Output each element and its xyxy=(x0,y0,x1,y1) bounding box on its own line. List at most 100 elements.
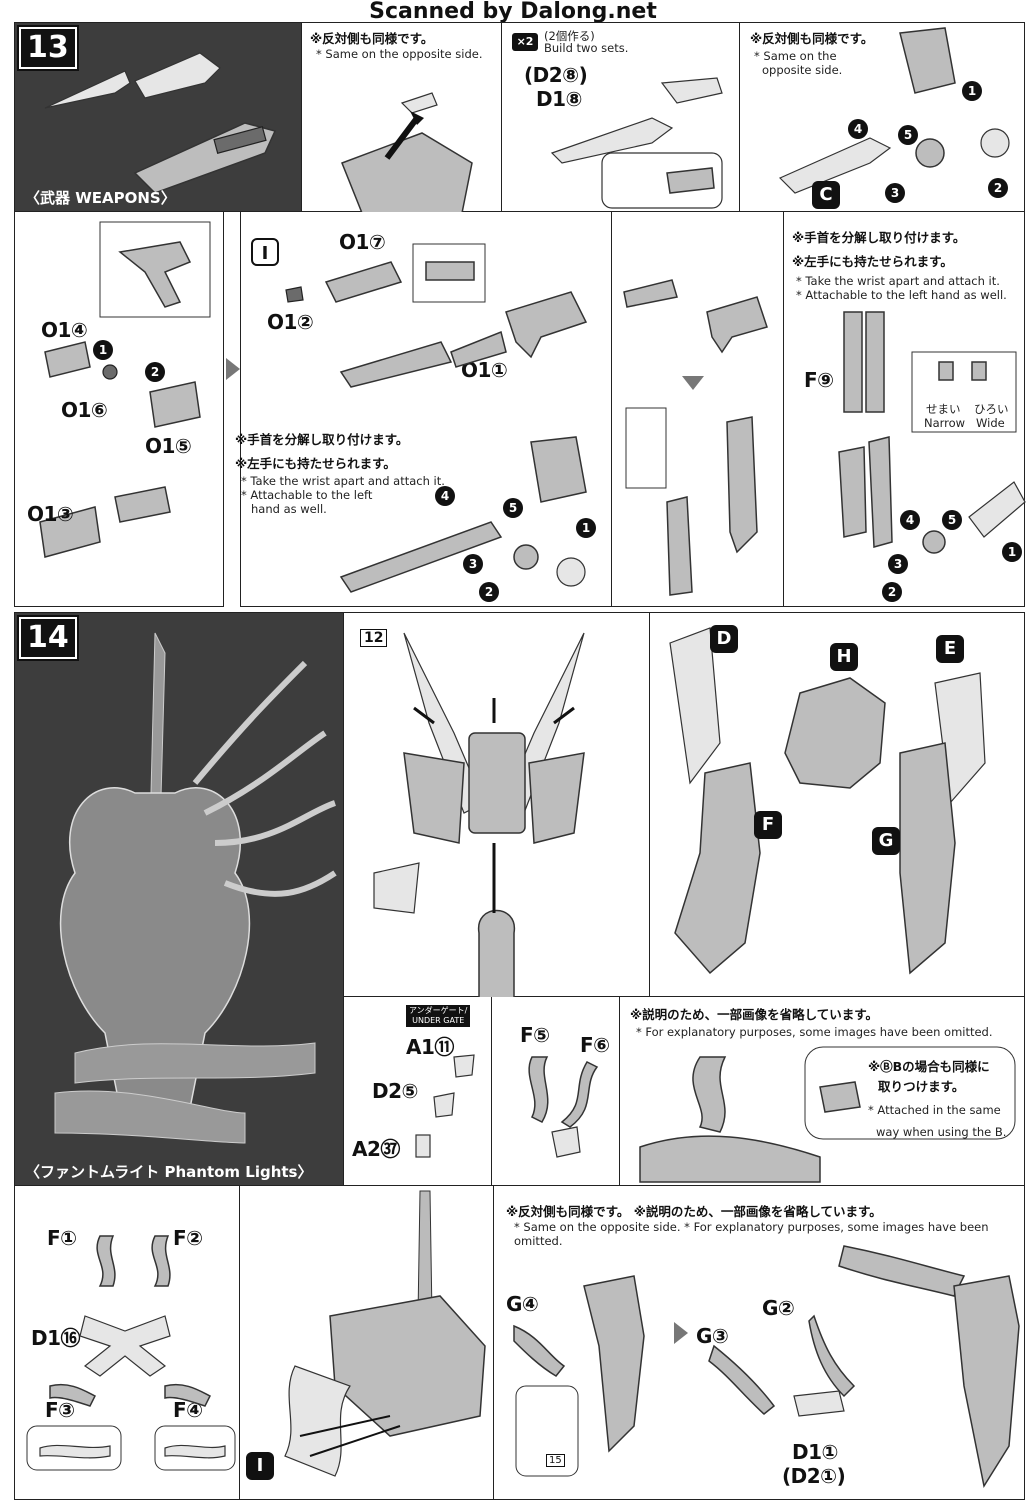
x2-badge: ×2 xyxy=(512,32,538,51)
b-note-jp2: 取りつけます。 xyxy=(878,1079,965,1094)
build-en: Build two sets. xyxy=(544,41,629,55)
part-label-d2-1: (D2①) xyxy=(782,1464,846,1488)
gun-holster-illustration xyxy=(623,279,768,596)
part-label-o1-7: O1⑦ xyxy=(339,230,386,254)
step-number-13: 13 xyxy=(17,25,79,71)
note-jp: ※反対側も同様です。 xyxy=(750,31,874,46)
note-en: * Same on the opposite side. xyxy=(316,47,483,61)
part-label-f1: F① xyxy=(47,1226,77,1250)
note-en-2: opposite side. xyxy=(762,63,843,77)
omit-note-jp: ※説明のため、一部画像を省略しています。 xyxy=(630,1007,879,1022)
b-note-jp1: ※ⒷBの場合も同様に xyxy=(868,1059,990,1074)
wrist-note-jp1: ※手首を分解し取り付けます。 xyxy=(792,230,966,245)
step13-row2-left: O1④ O1⑥ O1⑤ O1③ 1 2 xyxy=(14,212,224,607)
narrow-jp: せまい xyxy=(926,402,961,416)
step14-row2-flames: F⑤ F⑥ xyxy=(492,997,620,1186)
ref-number-15: 15 xyxy=(546,1454,565,1467)
ref-number-12: 12 xyxy=(360,629,388,647)
step-number-14: 14 xyxy=(17,615,79,661)
badge-g: G xyxy=(872,827,900,855)
seq-1: 1 xyxy=(1002,542,1022,562)
seq-4: 4 xyxy=(900,510,920,530)
undergate-jp: アンダーゲート/ xyxy=(409,1006,468,1015)
part-label-o1-3: O1③ xyxy=(27,502,74,526)
step13-row2-mid: I O1⑦ O1② O1① ※手首を分解し取り付けます。 ※左手にも持たせられま… xyxy=(235,212,612,607)
opposite-note-jp: ※反対側も同様です。 ※説明のため、一部画像を省略しています。 xyxy=(506,1204,882,1219)
badge-c: C xyxy=(812,181,840,209)
hand-gun-illustration xyxy=(339,436,587,593)
wrist-note-en1: * Take the wrist apart and attach it. xyxy=(241,474,445,488)
wrist-note-jp2: ※左手にも持たせられます。 xyxy=(792,254,953,269)
seq-4: 4 xyxy=(435,486,455,506)
gun-assembly-illustration xyxy=(285,243,588,388)
step14-breakdown-panel: 12 xyxy=(344,612,650,999)
part-label-o1-5: O1⑤ xyxy=(145,434,192,458)
wrist-note-en1: * Take the wrist apart and attach it. xyxy=(796,274,1000,288)
seq-5: 5 xyxy=(942,510,962,530)
step14-row2-parts: アンダーゲート/ UNDER GATE A1⑪ D2⑤ A2㊲ xyxy=(344,997,492,1186)
seq-5: 5 xyxy=(898,125,918,145)
seq-2: 2 xyxy=(479,582,499,602)
small-parts-illustration xyxy=(415,1054,475,1158)
gun-parts-illustration xyxy=(39,221,211,558)
part-label-d1-16: D1⑯ xyxy=(31,1326,81,1350)
step14-parts-panel: D H E F G xyxy=(650,612,1025,997)
part-label-d2-8: (D2⑧) xyxy=(524,63,588,87)
leg-flames-illustration xyxy=(513,1245,1020,1488)
undergate-en: UNDER GATE xyxy=(412,1016,465,1025)
build-jp: (2個作る) xyxy=(544,29,595,43)
note-jp: ※反対側も同様です。 xyxy=(310,31,434,46)
wrist-note-jp2: ※左手にも持たせられます。 xyxy=(235,456,396,471)
weapons-caption: 〈武器 WEAPONS〉 xyxy=(25,189,176,207)
flow-arrow xyxy=(226,358,240,380)
part-label-f9: F⑨ xyxy=(804,368,834,392)
note-en-1: * Same on the xyxy=(754,49,837,63)
wrist-note-en2: * Attachable to the left hand as well. xyxy=(796,288,1007,302)
opposite-note-en: * Same on the opposite side. * For expla… xyxy=(514,1220,989,1248)
down-arrow xyxy=(682,376,704,390)
b-note-en2: way when using the B. xyxy=(876,1125,1007,1139)
step13-panel-c: ×2 (2個作る) Build two sets. (D2⑧) D1⑧ xyxy=(502,22,740,212)
part-label-f5: F⑤ xyxy=(520,1023,550,1047)
seq-3: 3 xyxy=(888,554,908,574)
seq-2: 2 xyxy=(882,582,902,602)
rifle-handle-illustration xyxy=(838,311,1026,554)
gundam-front-illustration xyxy=(373,632,585,999)
step13-weapons-panel: 13 〈武器 WEAPONS〉 xyxy=(14,22,302,212)
x-bracket-illustration xyxy=(26,1235,236,1471)
badge-h: H xyxy=(830,643,858,671)
small-flames-illustration xyxy=(528,1056,599,1158)
part-label-f3: F③ xyxy=(45,1398,75,1422)
part-label-g3: G③ xyxy=(696,1324,729,1348)
wide-en: Wide xyxy=(976,416,1005,430)
step13-panel-b: ※反対側も同様です。 * Same on the opposite side. xyxy=(302,22,502,214)
part-label-d1-1: D1① xyxy=(792,1440,838,1464)
part-label-a1-11: A1⑪ xyxy=(406,1035,454,1059)
hand-blade-illustration xyxy=(778,27,1010,194)
gundam-parts-illustration xyxy=(669,627,986,975)
seq-1: 1 xyxy=(93,340,113,360)
part-label-f2: F② xyxy=(173,1226,203,1250)
step13-row2-gun xyxy=(612,212,784,607)
wrist-note-jp1: ※手首を分解し取り付けます。 xyxy=(235,432,409,447)
shoulder-illustration xyxy=(341,92,473,214)
badge-i: I xyxy=(251,238,279,266)
part-label-d2-5: D2⑤ xyxy=(372,1079,418,1103)
step14-row2-right: ※説明のため、一部画像を省略しています。 * For explanatory p… xyxy=(620,997,1025,1186)
narrow-en: Narrow xyxy=(924,416,966,430)
wrist-note-en2: * Attachable to the left xyxy=(241,488,373,502)
part-label-g2: G② xyxy=(762,1296,795,1320)
part-label-o1-6: O1⑥ xyxy=(61,398,108,422)
phantom-lights-illustration xyxy=(54,632,337,1144)
b-note-en1: * Attached in the same xyxy=(868,1103,1001,1117)
undergate-badge: アンダーゲート/ UNDER GATE xyxy=(406,1005,471,1027)
badge-f: F xyxy=(754,811,782,839)
seq-1: 1 xyxy=(962,81,982,101)
step13-panel-d: ※反対側も同様です。 * Same on the opposite side. … xyxy=(740,22,1025,212)
step14-phantom-panel: 14 〈ファントムライト Phantom Lights〉 xyxy=(14,612,344,1186)
seq-1: 1 xyxy=(576,518,596,538)
step13-row2-right: ※手首を分解し取り付けます。 ※左手にも持たせられます。 * Take the … xyxy=(784,212,1026,607)
part-label-o1-2: O1② xyxy=(267,310,314,334)
seq-3: 3 xyxy=(463,554,483,574)
step14-row3-left: F① F② D1⑯ F③ F④ xyxy=(14,1186,240,1500)
